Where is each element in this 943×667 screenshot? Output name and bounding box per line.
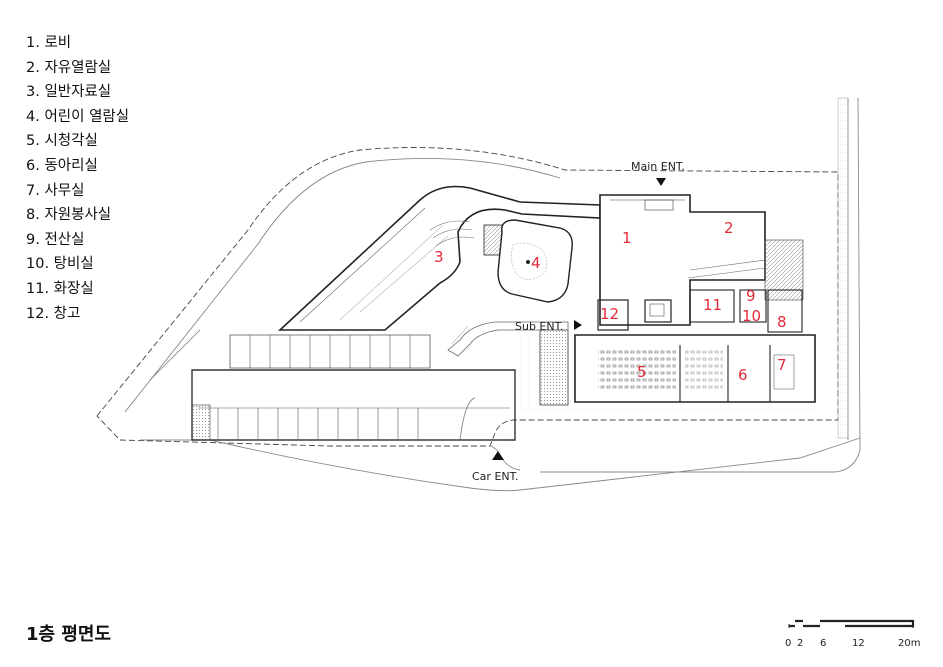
- sub-entrance-marker: [574, 320, 582, 330]
- car-entrance-label: Car ENT.: [472, 470, 519, 483]
- room-label-9: 9: [746, 287, 756, 305]
- legend-item-6: 6. 동아리실: [26, 157, 98, 174]
- car-entrance-marker: [492, 451, 504, 460]
- main-entrance-label: Main ENT.: [631, 160, 685, 173]
- legend-item-12: 12. 창고: [26, 305, 81, 322]
- kids-room: [497, 219, 573, 303]
- room-label-3: 3: [434, 248, 444, 266]
- legend-item-8: 8. 자원봉사실: [26, 207, 112, 224]
- main-entrance-marker: [656, 178, 666, 186]
- room-legend: 1. 로비 2. 자유열람실 3. 일반자료실 4. 어린이 열람실 5. 시청…: [26, 31, 129, 326]
- page-title: 1층 평면도: [26, 624, 112, 645]
- legend-item-9: 9. 전산실: [26, 231, 85, 248]
- legend-item-11: 11. 화장실: [26, 280, 94, 297]
- room-label-8: 8: [777, 313, 787, 331]
- room-label-12: 12: [600, 305, 619, 323]
- scale-tick-6: 6: [820, 638, 826, 649]
- legend-item-4: 4. 어린이 열람실: [26, 108, 130, 125]
- scale-bar: [788, 619, 915, 628]
- legend-item-1: 1. 로비: [26, 35, 72, 51]
- scale-tick-20m: 20m: [898, 638, 920, 649]
- room-label-7: 7: [777, 356, 787, 374]
- room-label-5: 5: [637, 363, 647, 381]
- legend-item-3: 3. 일반자료실: [26, 84, 112, 101]
- room-label-6: 6: [738, 366, 748, 384]
- room-label-10: 10: [742, 307, 761, 325]
- legend-item-10: 10. 탕비실: [26, 256, 94, 273]
- scale-tick-12: 12: [852, 638, 865, 649]
- curved-wing: [277, 185, 601, 331]
- legend-item-7: 7. 사무실: [26, 182, 85, 199]
- parking-lot: [149, 329, 516, 441]
- room-label-1: 1: [622, 229, 632, 247]
- main-building: [574, 194, 816, 403]
- scale-tick-2: 2: [797, 638, 803, 649]
- room-label-4: 4: [531, 254, 541, 272]
- scale-tick-0: 0: [785, 638, 791, 649]
- legend-item-5: 5. 시청각실: [26, 133, 98, 150]
- sub-entrance-label: Sub ENT.: [515, 320, 564, 333]
- room-label-2: 2: [724, 219, 734, 237]
- legend-item-2: 2. 자유열람실: [26, 59, 112, 76]
- room-label-11: 11: [703, 296, 722, 314]
